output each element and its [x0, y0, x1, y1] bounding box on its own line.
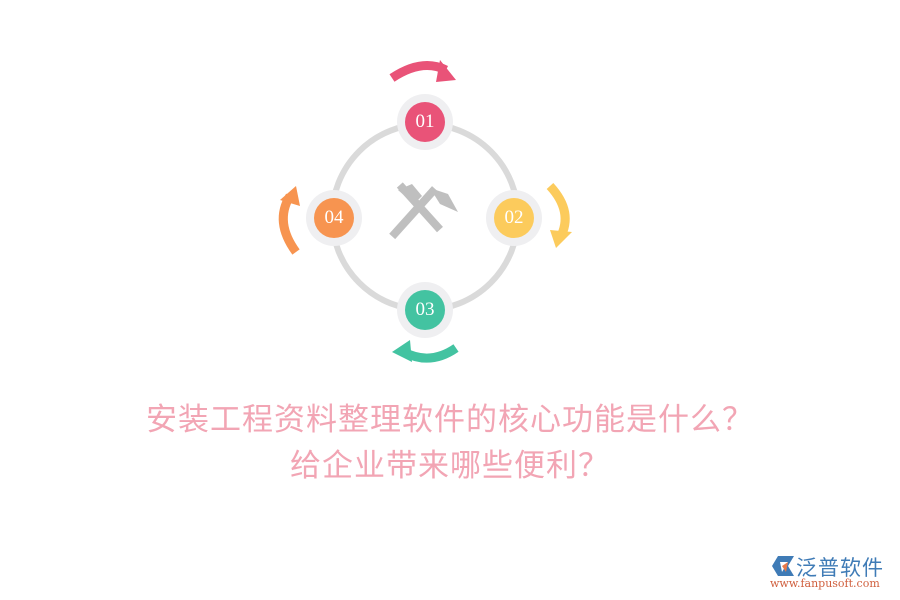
- headline-line-1: 安装工程资料整理软件的核心功能是什么？: [146, 402, 754, 438]
- step-badge: 01: [405, 102, 445, 142]
- process-cycle-diagram: 01 02 03 04: [278, 60, 572, 363]
- curved-arrow-down-icon: [546, 182, 572, 248]
- cycle-ring: [278, 60, 572, 363]
- step-node-03: 03: [397, 282, 453, 338]
- logo-url: www.fanpusoft.com: [770, 577, 880, 590]
- brand-logo: 泛普软件 www.fanpusoft.com: [766, 552, 896, 592]
- step-node-01: 01: [397, 94, 453, 150]
- curved-arrow-up-icon: [278, 186, 300, 255]
- step-badge: 02: [494, 198, 534, 238]
- logo-mark-icon: [772, 556, 794, 576]
- step-node-02: 02: [486, 190, 542, 246]
- crossed-hammers-icon: [389, 182, 458, 240]
- headline-line-2: 给企业带来哪些便利？: [290, 448, 610, 484]
- curved-arrow-left-icon: [392, 340, 459, 363]
- step-node-04: 04: [306, 190, 362, 246]
- logo-name: 泛普软件: [796, 556, 884, 580]
- step-badge: 03: [405, 290, 445, 330]
- curved-arrow-right-icon: [389, 60, 456, 82]
- step-badge: 04: [314, 198, 354, 238]
